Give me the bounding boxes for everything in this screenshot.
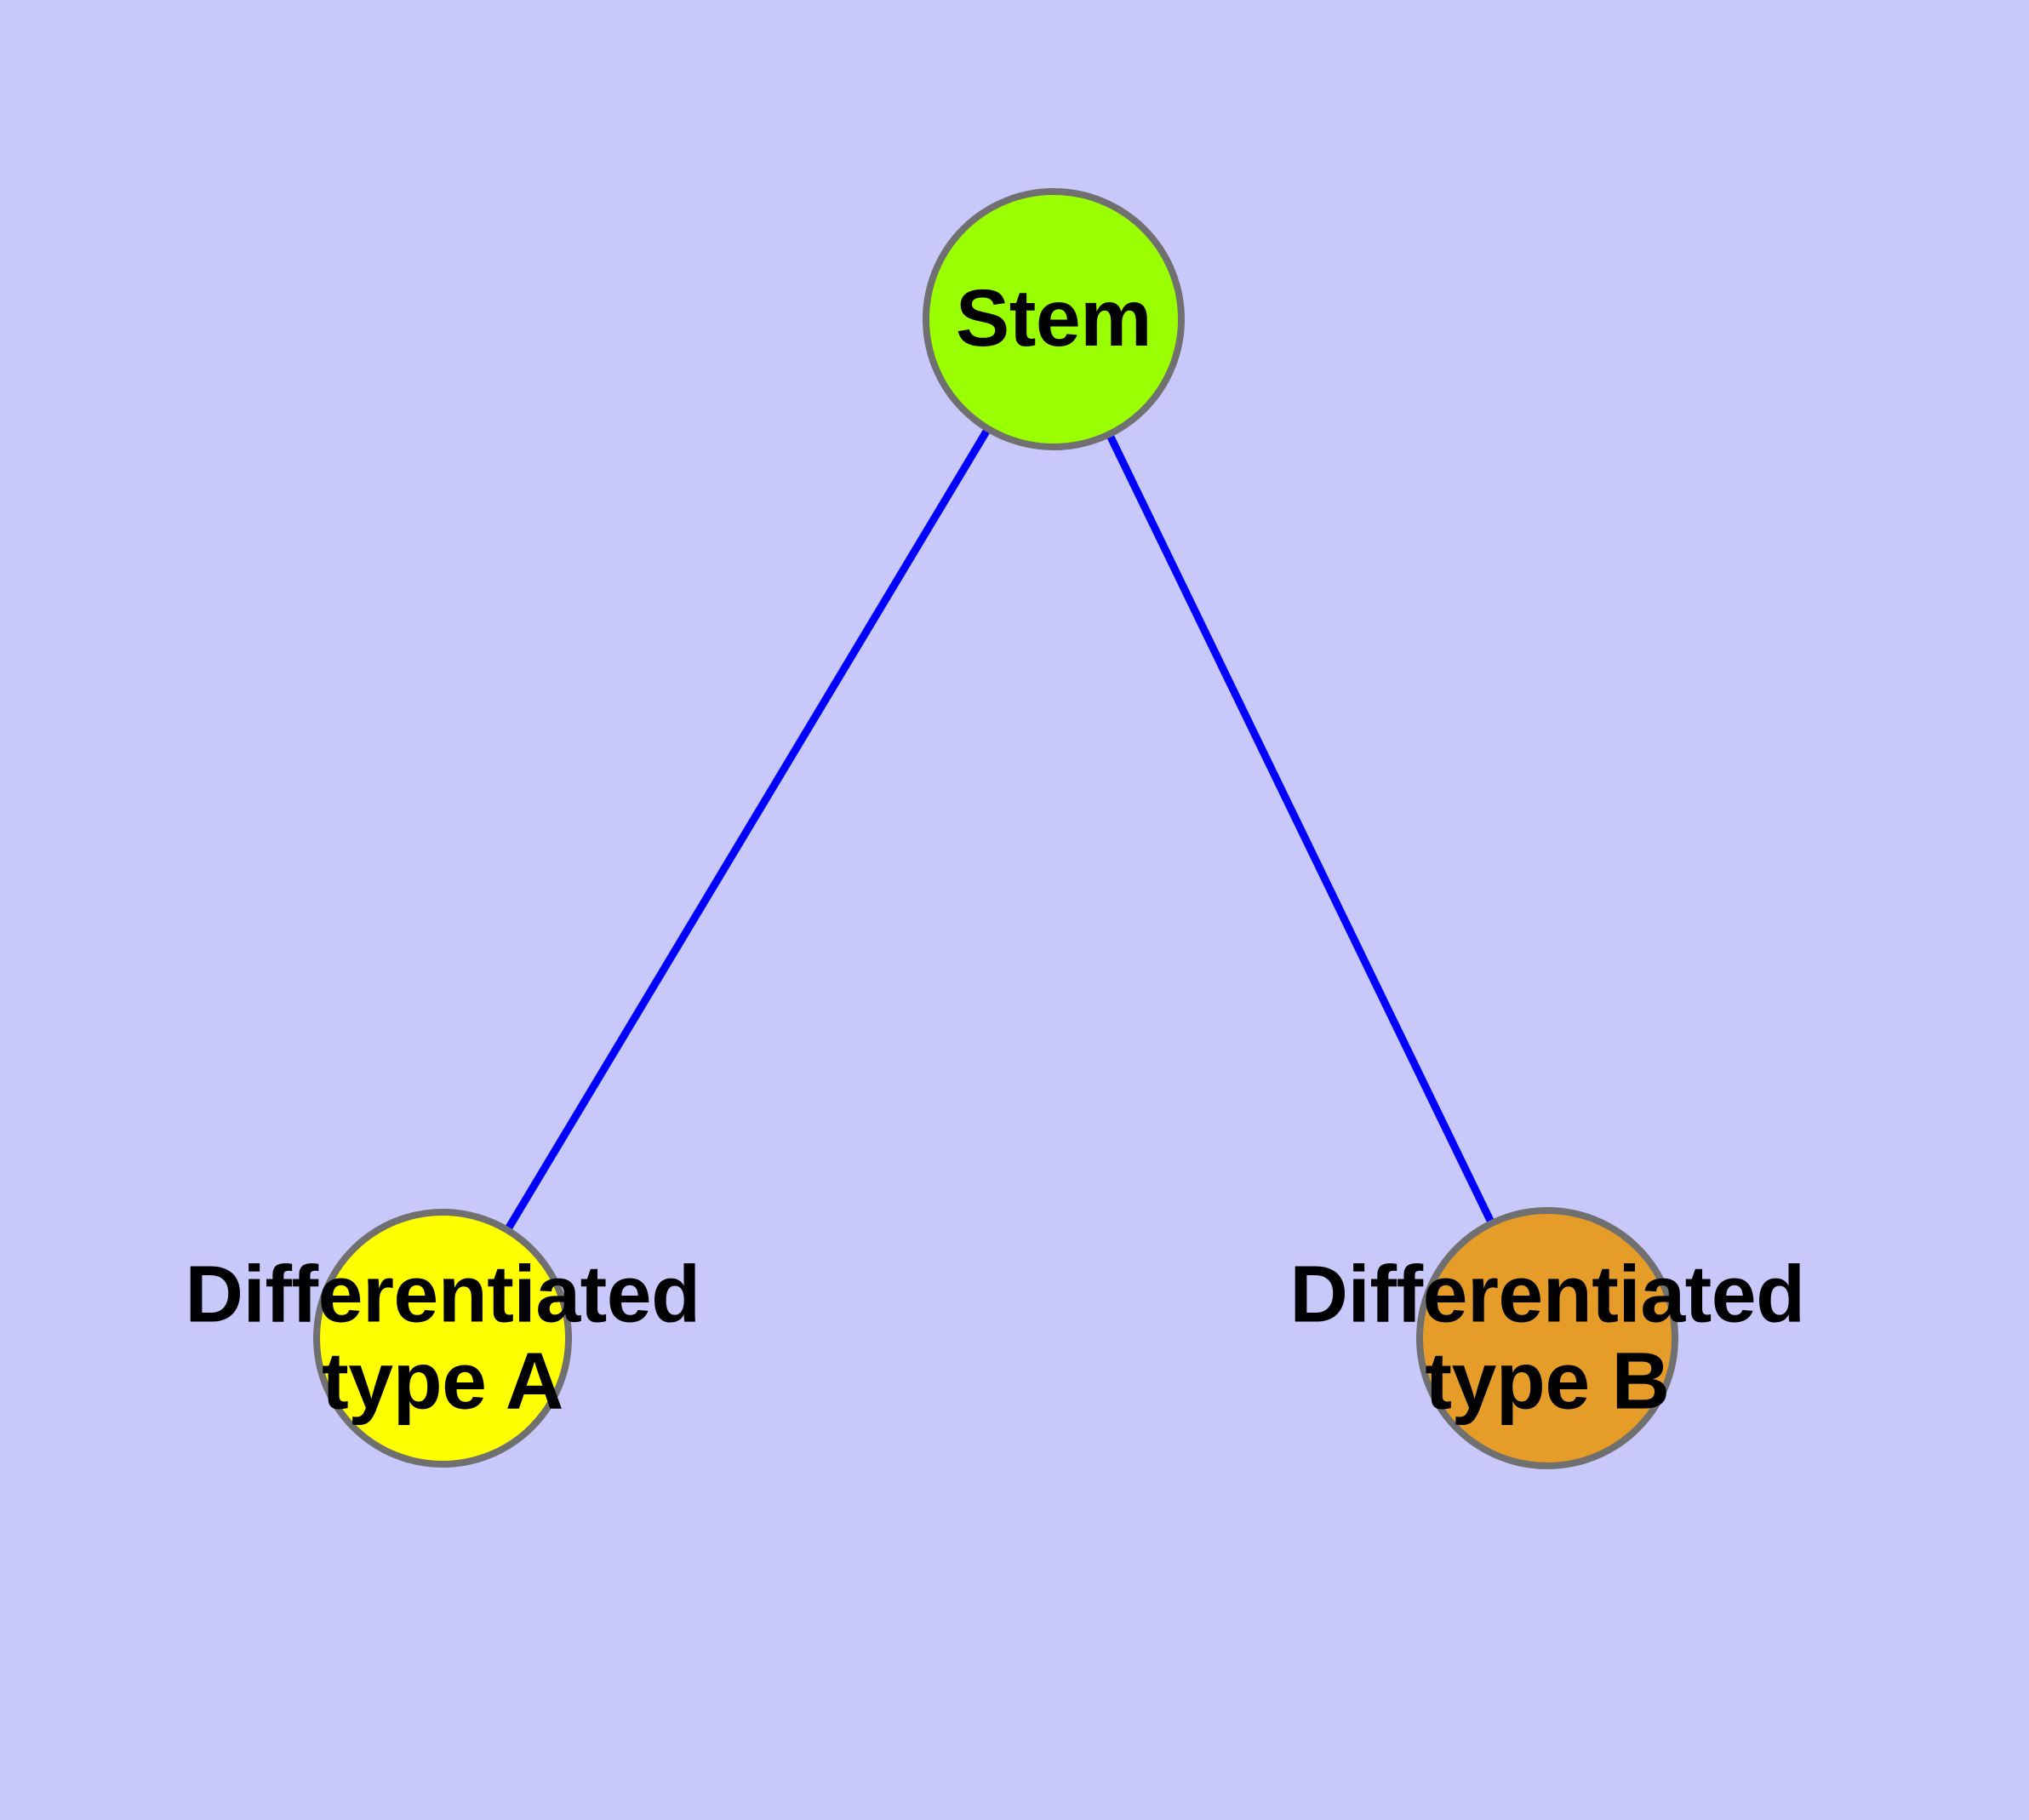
edge-stem-to-differentiated-type-b[interactable]	[1049, 318, 1552, 1340]
node-layer	[313, 188, 1678, 1469]
node-differentiated-type-a[interactable]	[313, 1209, 572, 1468]
edge-layer	[439, 317, 1552, 1341]
node-stem[interactable]	[923, 188, 1185, 450]
edge-stem-to-differentiated-type-a[interactable]	[439, 317, 1057, 1341]
node-differentiated-type-b[interactable]	[1416, 1207, 1678, 1469]
